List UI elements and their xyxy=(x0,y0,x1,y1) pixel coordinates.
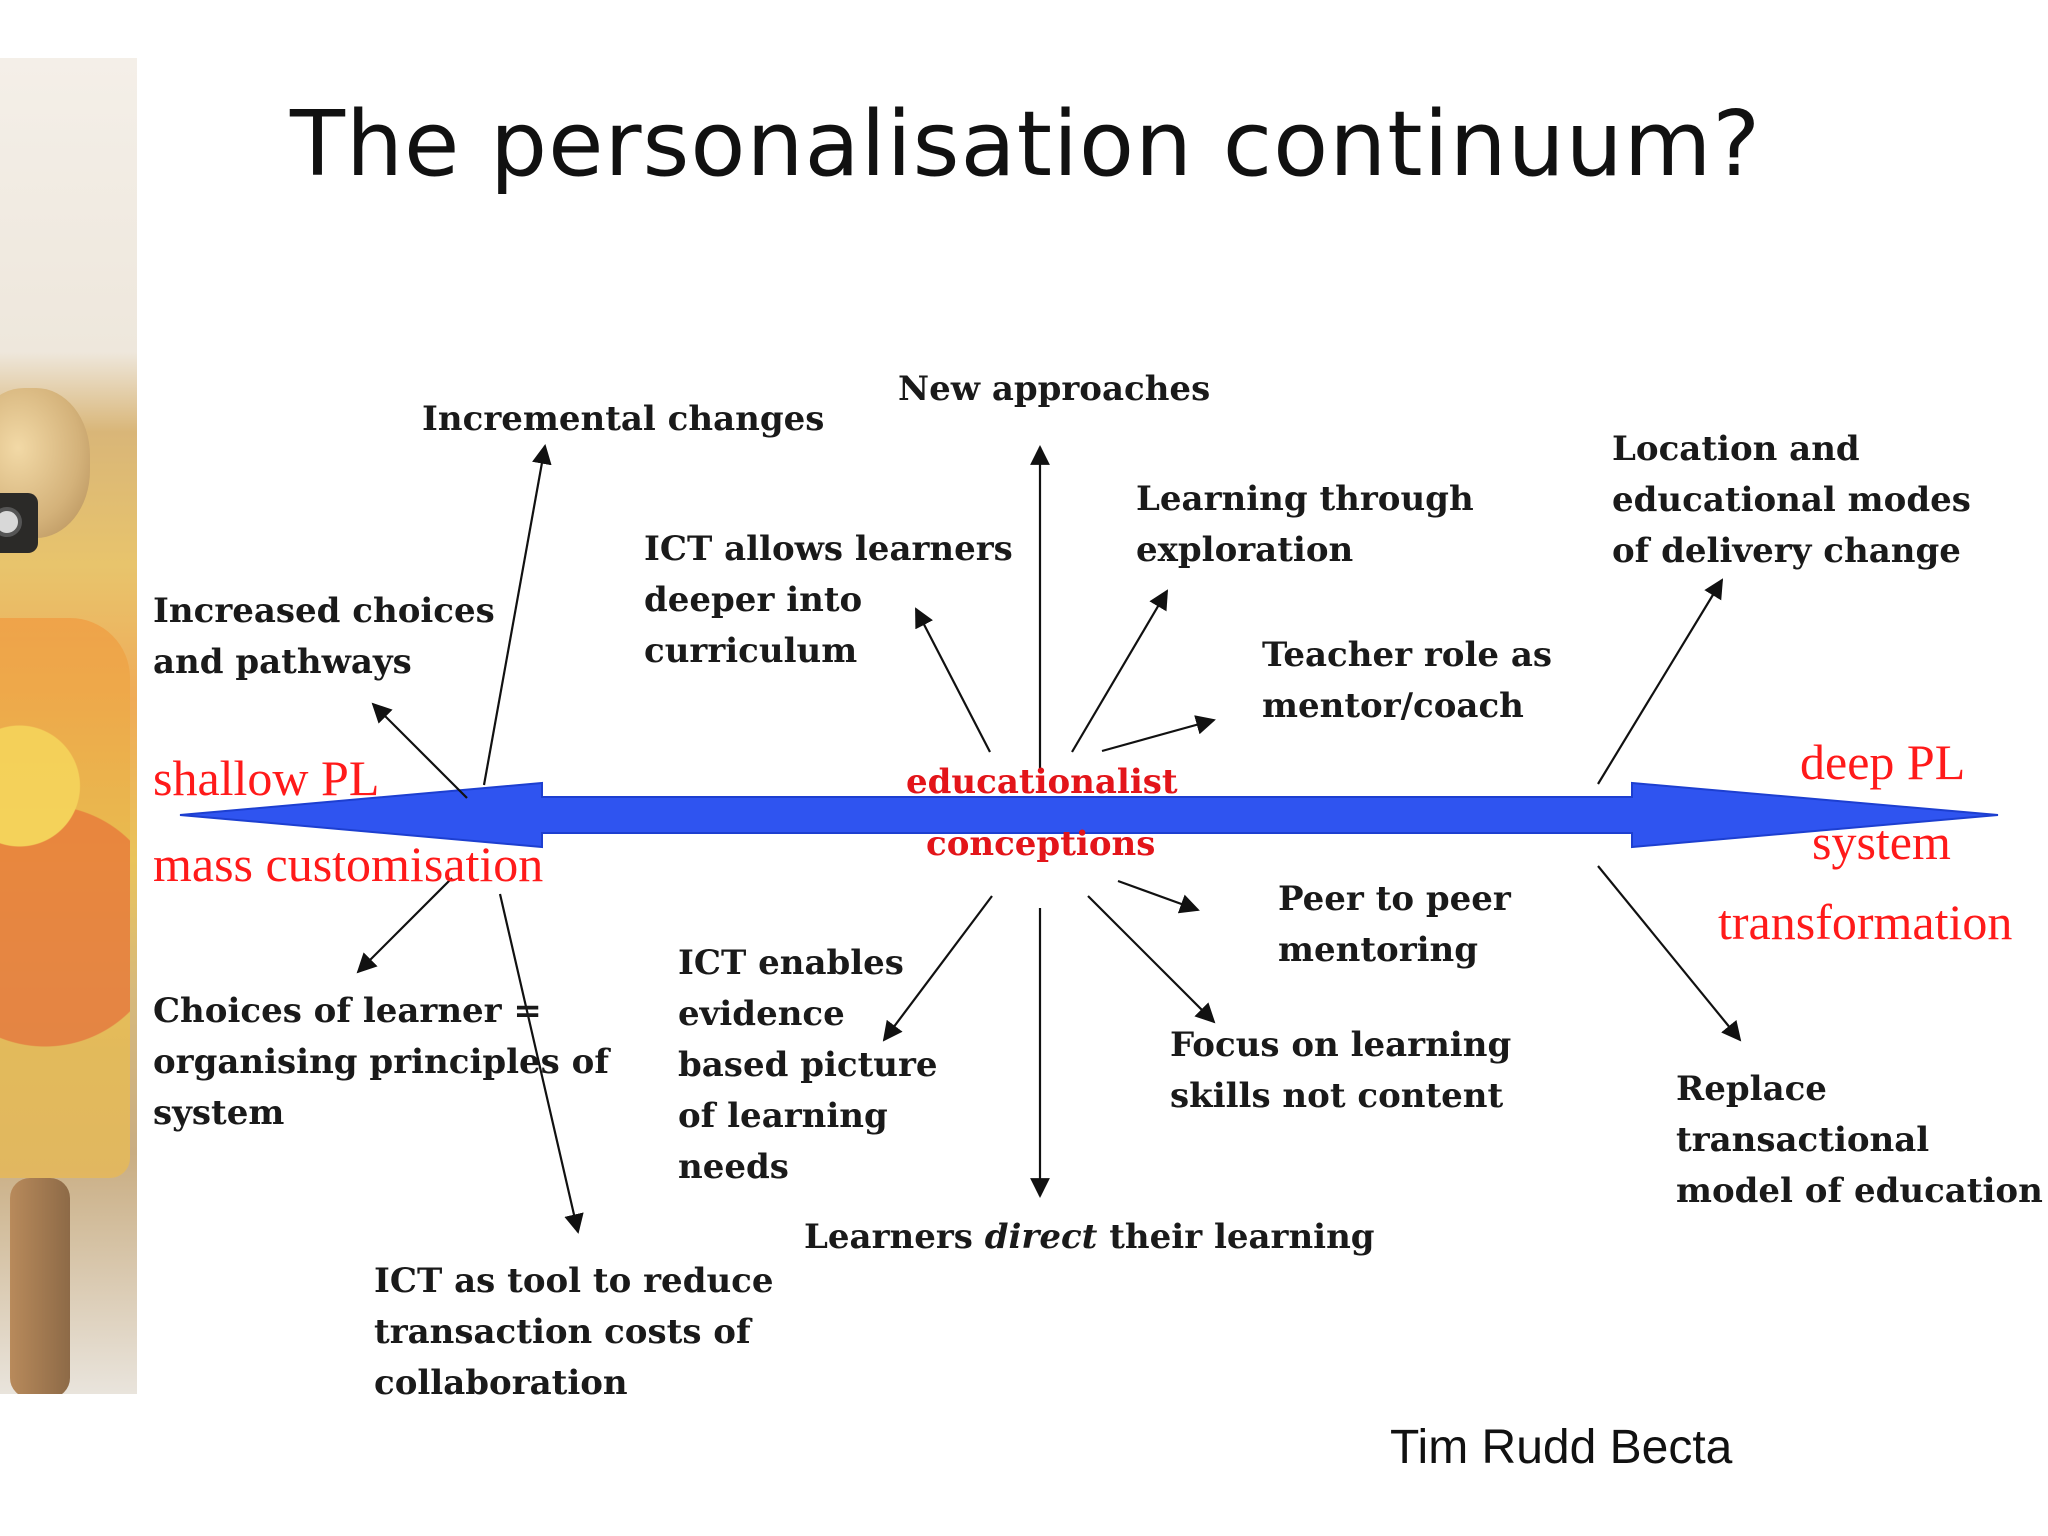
arrow-peer xyxy=(1117,879,1200,914)
node-peer-mentoring: Peer to peer mentoring xyxy=(1278,879,1511,970)
node-location-change: Location and educational modes of delive… xyxy=(1612,429,1971,571)
node-choices-learner: Choices of learner = organising principl… xyxy=(153,991,609,1133)
node-learners-direct: Learners direct their learning xyxy=(804,1212,1375,1263)
deep-pl-label: deep PL xyxy=(1800,734,1966,790)
shallow-pl-label: shallow PL xyxy=(153,750,380,806)
arrow-learning-exploration xyxy=(1071,589,1169,753)
arrow-increased-choices xyxy=(371,702,468,799)
arrow-incremental xyxy=(482,444,552,786)
arrow-ict-enables xyxy=(882,895,993,1042)
node-increased-choices: Increased choices and pathways xyxy=(153,591,495,682)
arrow-ict-tool xyxy=(498,893,584,1234)
node-incremental-changes: Incremental changes xyxy=(422,399,825,439)
conceptions-label: conceptions xyxy=(926,824,1156,864)
node-ict-enables: ICT enables evidence based picture of le… xyxy=(678,943,938,1187)
arrow-teacher-role xyxy=(1101,715,1216,753)
learners-direct-emphasis: direct xyxy=(984,1217,1098,1257)
node-replace-model: Replace transactional model of education xyxy=(1676,1069,2043,1211)
node-learning-exploration: Learning through exploration xyxy=(1136,479,1474,570)
photo-dress xyxy=(0,618,130,1178)
credit-text: Tim Rudd Becta xyxy=(1390,1421,1733,1474)
continuum-arrow xyxy=(179,781,1999,849)
arrow-choices-learner xyxy=(356,877,453,974)
slide-title: The personalisation continuum? xyxy=(290,92,1762,197)
photo-legs xyxy=(10,1178,70,1394)
node-teacher-role: Teacher role as mentor/coach xyxy=(1262,635,1553,726)
educationalist-label: educationalist xyxy=(906,762,1178,802)
mass-customisation-label: mass customisation xyxy=(153,836,544,892)
camera-icon xyxy=(0,493,38,553)
arrow-location xyxy=(1597,578,1724,785)
learners-direct-after: their learning xyxy=(1097,1217,1375,1257)
node-ict-tool: ICT as tool to reduce transaction costs … xyxy=(374,1261,774,1403)
system-label: system xyxy=(1812,814,1951,870)
photo-strip xyxy=(0,58,137,1394)
transformation-label: transformation xyxy=(1718,894,2013,950)
learners-direct-before: Learners xyxy=(804,1217,985,1257)
node-ict-allows: ICT allows learners deeper into curricul… xyxy=(644,529,1013,671)
node-focus-learning: Focus on learning skills not content xyxy=(1170,1025,1512,1116)
arrow-replace xyxy=(1597,865,1742,1042)
node-new-approaches: New approaches xyxy=(898,369,1211,409)
arrow-focus xyxy=(1087,895,1216,1024)
arrow-ict-allows xyxy=(915,607,991,753)
